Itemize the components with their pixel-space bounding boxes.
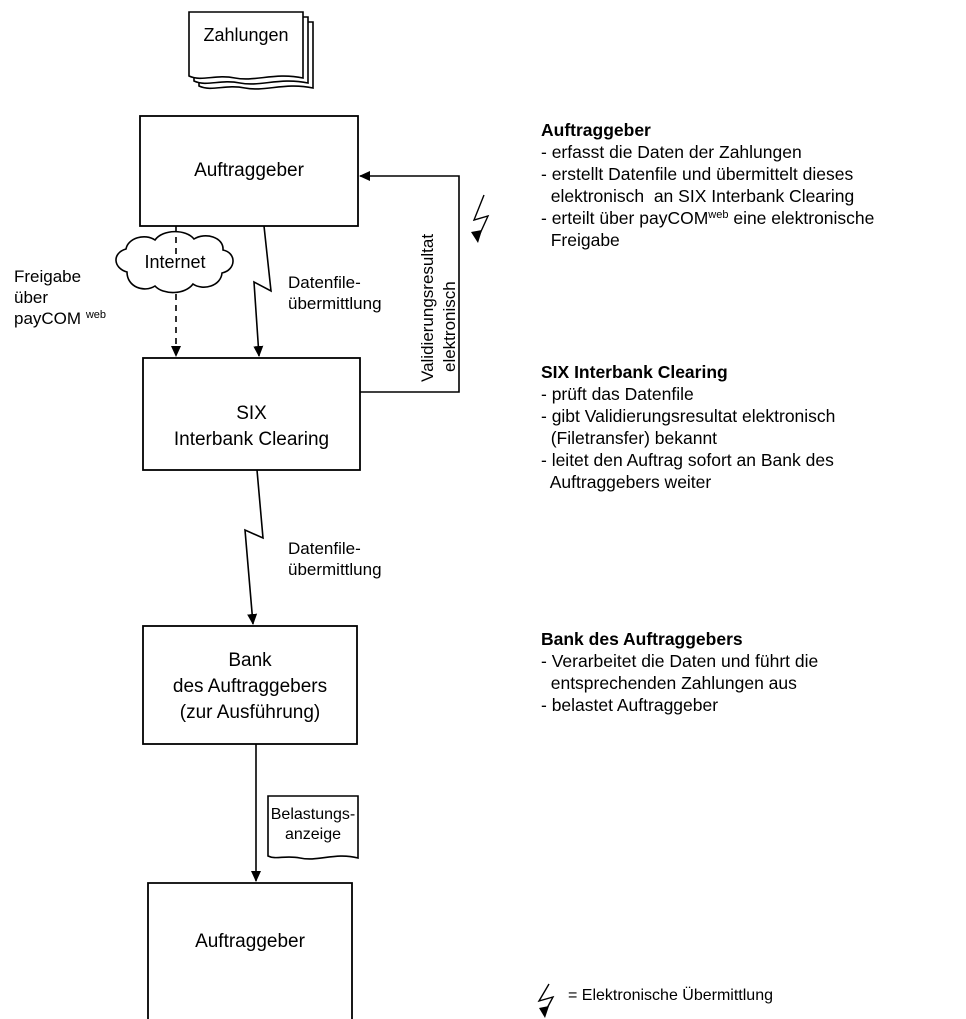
panel-bank: Bank des Auftraggebers - Verarbeitet die…: [541, 628, 818, 716]
lightning-icon: [471, 194, 490, 243]
datenfile-2-line1: Datenfile-: [288, 539, 361, 558]
auftraggeber-bottom-box: [147, 882, 353, 1019]
panel-auftraggeber-item: elektronisch an SIX Interbank Clearing: [541, 186, 855, 206]
validierung-line2: elektronisch: [440, 281, 459, 372]
datenfile-lightning-arrow-2: [244, 469, 264, 625]
auftraggeber-top-label: Auftraggeber: [194, 160, 304, 181]
bank-label: Bank des Auftraggebers (zur Ausführung): [143, 648, 357, 726]
six-box: [142, 357, 361, 471]
panel-bank-item: - Verarbeitet die Daten und führt die: [541, 651, 819, 671]
panel-six-item: - leitet den Auftrag sofort an Bank des: [541, 450, 834, 470]
bank-label-line2: des Auftraggebers: [172, 676, 328, 697]
panel-six: SIX Interbank Clearing - prüft das Daten…: [541, 361, 835, 493]
six-label-line2: Interbank Clearing: [173, 429, 330, 450]
freigabe-line1: Freigabe: [14, 267, 82, 286]
datenfile-1-line2: übermittlung: [288, 294, 382, 313]
internet-cloud-icon: [115, 230, 234, 294]
datenfile-lightning-arrow-1: [253, 225, 272, 357]
zahlungen-label: Zahlungen: [203, 25, 289, 45]
panel-six-item: Auftraggebers weiter: [541, 472, 712, 492]
legend-text: = Elektronische Übermittlung: [568, 987, 773, 1004]
bank-label-line1: Bank: [228, 650, 272, 671]
panel-six-item: (Filetransfer) bekannt: [541, 428, 718, 448]
panel-bank-item: entsprechenden Zahlungen aus: [541, 673, 797, 693]
freigabe-label: Freigabe über payCOM web: [14, 266, 106, 329]
panel-six-item: - prüft das Datenfile: [541, 384, 694, 404]
auftraggeber-top-box: [139, 115, 359, 227]
datenfile-label-1: Datenfile- übermittlung: [288, 272, 382, 314]
panel-auftraggeber-item: - erfasst die Daten der Zahlungen: [541, 142, 802, 162]
panel-auftraggeber: Auftraggeber - erfasst die Daten der Zah…: [541, 119, 874, 251]
panel-auftraggeber-item-paycom: - erteilt über payCOMweb eine elektronis…: [541, 208, 875, 228]
six-label: SIX Interbank Clearing: [143, 401, 360, 453]
freigabe-line2: über: [14, 288, 49, 307]
bank-box: [142, 625, 358, 745]
validierung-label: Validierungsresultat elektronisch: [417, 234, 461, 382]
panel-bank-title: Bank des Auftraggebers: [541, 629, 743, 649]
validierung-feedback-arrow: [359, 171, 460, 393]
auftraggeber-bottom-label: Auftraggeber: [195, 931, 305, 952]
zahlungen-document-icon: [188, 11, 314, 90]
panel-auftraggeber-title: Auftraggeber: [541, 120, 651, 140]
legend-lightning-icon: [537, 983, 555, 1018]
belastungsanzeige-document-icon: [267, 795, 359, 860]
validierung-line1: Validierungsresultat: [418, 233, 437, 382]
belastungsanzeige-line1: Belastungs-: [270, 806, 356, 823]
datenfile-label-2: Datenfile- übermittlung: [288, 538, 382, 580]
panel-six-title: SIX Interbank Clearing: [541, 362, 728, 382]
panel-bank-item: - belastet Auftraggeber: [541, 695, 719, 715]
panel-six-item: - gibt Validierungsresultat elektronisch: [541, 406, 836, 426]
freigabe-line3: payCOM web: [14, 309, 106, 328]
datenfile-1-line1: Datenfile-: [288, 273, 361, 292]
six-label-line1: SIX: [236, 403, 267, 424]
belastungsanzeige-label: Belastungs- anzeige: [268, 805, 358, 845]
bank-label-line3: (zur Ausführung): [179, 702, 321, 723]
datenfile-2-line2: übermittlung: [288, 560, 382, 579]
internet-label: Internet: [144, 252, 206, 272]
panel-auftraggeber-item: - erstellt Datenfile und übermittelt die…: [541, 164, 854, 184]
panel-auftraggeber-item: Freigabe: [541, 230, 620, 250]
belastungsanzeige-line2: anzeige: [284, 826, 342, 843]
